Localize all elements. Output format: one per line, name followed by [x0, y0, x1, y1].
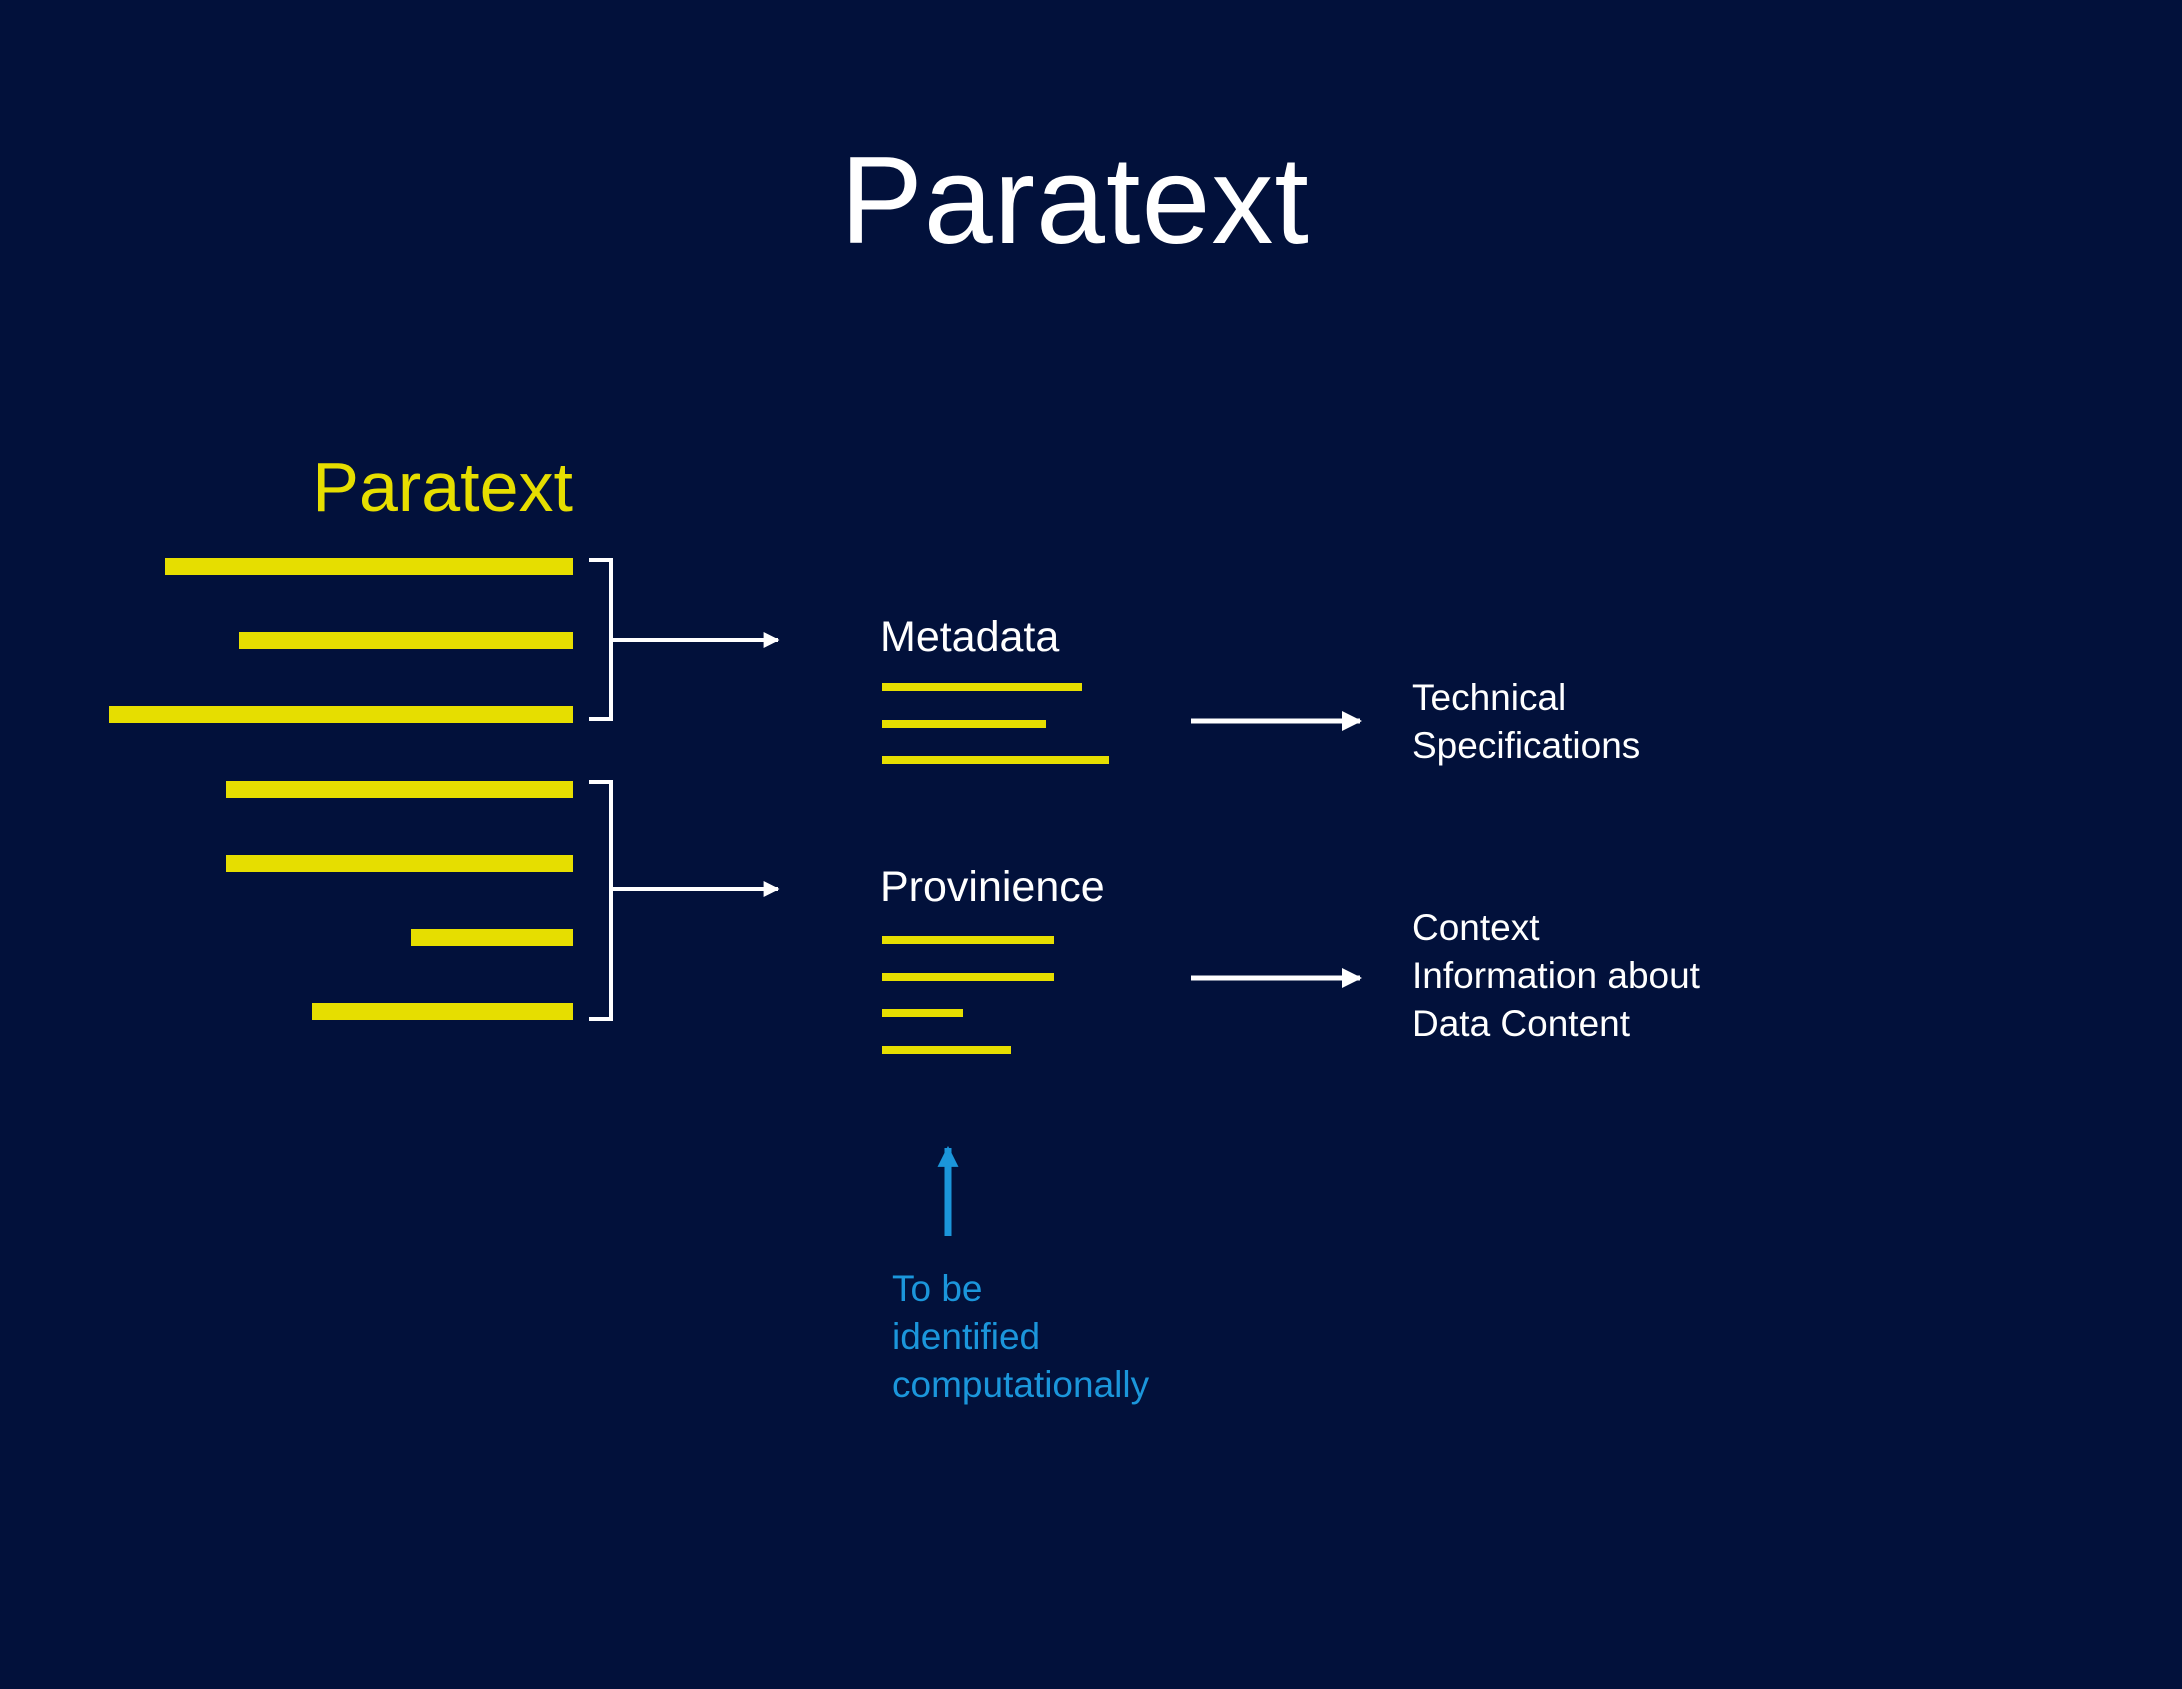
technical-specifications-text: Technical Specifications	[1412, 674, 1640, 770]
metadata-label: Metadata	[880, 613, 1060, 661]
result-line: Information about	[1412, 955, 1700, 996]
paratext-line	[165, 558, 573, 575]
annotation-line: To be	[892, 1268, 983, 1309]
paratext-line	[109, 706, 573, 723]
paratext-line	[226, 781, 573, 798]
paratext-label: Paratext	[312, 448, 573, 526]
metadata-line	[882, 720, 1046, 728]
provinience-line	[882, 1046, 1011, 1054]
context-information-text: Context Information about Data Content	[1412, 904, 1700, 1048]
annotation-line: identified	[892, 1316, 1041, 1357]
provinience-bracket	[589, 780, 613, 1021]
computational-annotation: To be identified computationally	[892, 1265, 1149, 1409]
metadata-line	[882, 756, 1109, 764]
annotation-line: computationally	[892, 1364, 1150, 1405]
metadata-bracket	[589, 558, 613, 721]
paratext-line	[226, 855, 573, 872]
metadata-line	[882, 683, 1082, 691]
result-line: Data Content	[1412, 1003, 1631, 1044]
provinience-line	[882, 1009, 963, 1017]
provinience-line	[882, 973, 1054, 981]
paratext-line	[312, 1003, 573, 1020]
provinience-line	[882, 936, 1054, 944]
paratext-line	[411, 929, 573, 946]
result-line: Technical	[1412, 677, 1567, 718]
result-line: Specifications	[1412, 725, 1641, 766]
result-line: Context	[1412, 907, 1540, 948]
paratext-line	[239, 632, 573, 649]
page-title: Paratext	[840, 132, 1310, 270]
provinience-label: Provinience	[880, 863, 1105, 911]
